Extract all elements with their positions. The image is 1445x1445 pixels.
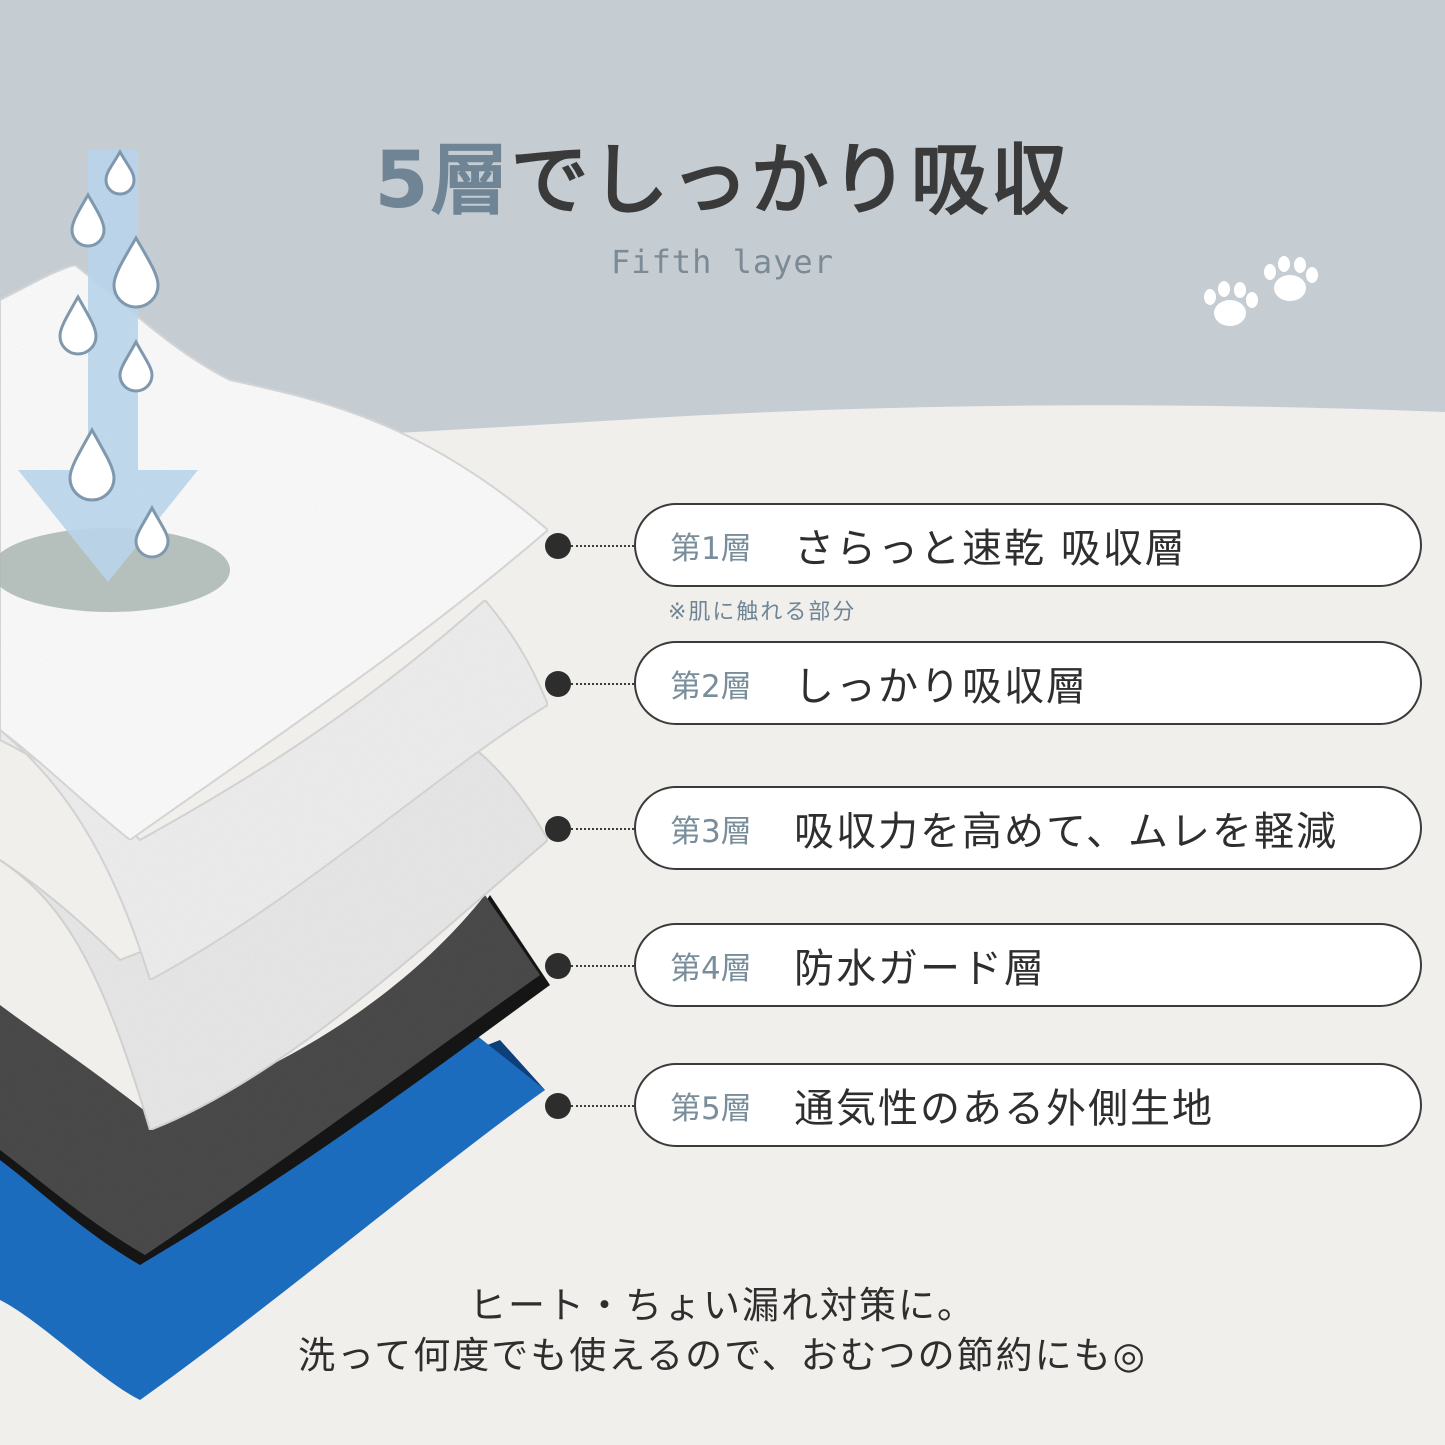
layer-4-number: 第4層	[670, 950, 752, 987]
layer-3-description: 吸収力を高めて、ムレを軽減	[794, 809, 1338, 855]
header-background	[0, 0, 1445, 448]
layer-4-sheet	[0, 895, 550, 1265]
layer-2-number: 第2層	[670, 668, 752, 705]
paw-print-icon	[1264, 256, 1318, 301]
title-text: でしっかり吸収	[510, 136, 1071, 226]
layer-3-label: 第3層 吸収力を高めて、ムレを軽減	[634, 786, 1422, 870]
layer-1-description: さらっと速乾 吸収層	[794, 526, 1187, 572]
footer-line-1: ヒート・ちょい漏れ対策に。	[469, 1284, 976, 1327]
layer-3-leader	[571, 828, 634, 830]
title-accent: 5層	[374, 136, 511, 226]
layer-1-leader	[571, 545, 634, 547]
layer-4-leader	[571, 965, 634, 967]
water-drop-icon	[58, 148, 170, 559]
paw-print-icon	[1204, 281, 1258, 326]
layer-5-leader	[571, 1105, 634, 1107]
layer-3-sheet	[0, 743, 550, 1132]
layer-2-description: しっかり吸収層	[794, 664, 1088, 710]
layer-5-description: 通気性のある外側生地	[794, 1086, 1214, 1132]
layer-5-marker	[545, 1093, 571, 1119]
layer-1-note: ※肌に触れる部分	[668, 600, 857, 625]
layer-5-number: 第5層	[670, 1090, 752, 1127]
layer-1-marker	[545, 533, 571, 559]
layer-1-number: 第1層	[670, 530, 752, 567]
layer-3-number: 第3層	[670, 813, 752, 850]
layer-5-label: 第5層 通気性のある外側生地	[634, 1063, 1422, 1147]
page-title: 5層でしっかり吸収	[0, 118, 1445, 230]
down-arrow-icon	[18, 150, 198, 582]
layer-2-label: 第2層 しっかり吸収層	[634, 641, 1422, 725]
page-subtitle: Fifth layer	[611, 243, 834, 281]
layer-3-marker	[545, 816, 571, 842]
footer-line-2: 洗って何度でも使えるので、おむつの節約にも◎	[298, 1334, 1147, 1377]
layer-1-label: 第1層 さらっと速乾 吸収層	[634, 503, 1422, 587]
layer-2-marker	[545, 671, 571, 697]
layer-4-label: 第4層 防水ガード層	[634, 923, 1422, 1007]
layer-2-leader	[571, 683, 634, 685]
layer-4-description: 防水ガード層	[794, 946, 1046, 992]
layer-4-marker	[545, 953, 571, 979]
layer-2-sheet	[0, 598, 550, 982]
